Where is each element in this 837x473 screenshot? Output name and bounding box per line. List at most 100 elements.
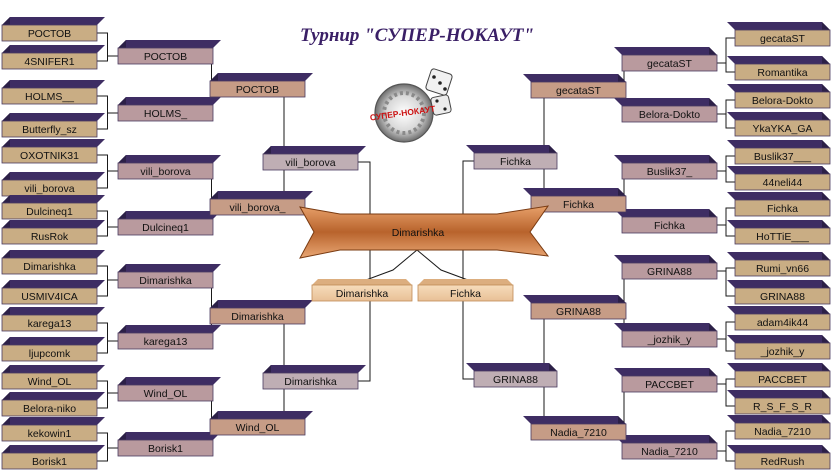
player-name: _jozhik_y — [760, 346, 806, 358]
left-r3-player-box: Wind_OL — [209, 411, 313, 436]
bracket-boxes: РОСТОВ4SNIFER1HOLMS__Butterfly_szOXOTNIK… — [1, 17, 831, 470]
bracket-connector — [725, 378, 735, 407]
right-r1-player-box: Belora-Dokto — [727, 84, 831, 109]
player-name: Dimarishka — [284, 376, 337, 388]
player-name: РОСТОВ — [236, 84, 279, 96]
player-name: PACCBET — [758, 374, 807, 386]
left-r3-player-box: Dimarishka — [209, 300, 313, 325]
player-name: Nadia_7210 — [754, 426, 811, 438]
bracket-connector — [97, 95, 108, 130]
player-name: 44neli44 — [763, 177, 803, 189]
player-name: YkaYKA_GA — [752, 123, 812, 135]
left-r4-player-box: vili_borova — [262, 146, 366, 171]
left-r4-player-box: Dimarishka — [262, 365, 366, 390]
right-r1-player-box: GRINA88 — [727, 280, 831, 305]
bracket-connector — [97, 432, 108, 462]
right-r1-player-box: _jozhik_y — [727, 335, 831, 360]
right-r2-player-box: Nadia_7210 — [614, 435, 718, 460]
player-name: vili_borova_ — [229, 202, 285, 214]
player-name: Dulcineq1 — [142, 222, 189, 234]
left-r1-player-box: Dimarishka — [1, 250, 105, 275]
left-r2-player-box: karega13 — [117, 325, 221, 350]
right-r4-player-box: GRINA88 — [466, 363, 558, 388]
player-name: Dulcineq1 — [26, 206, 73, 218]
left-r1-player-box: RusRok — [1, 220, 105, 245]
left-r2-player-box: HOLMS_ — [117, 97, 221, 122]
left-r2-player-box: vili_borova — [117, 155, 221, 180]
bracket-connector — [97, 380, 108, 409]
bracket-connector — [725, 155, 735, 183]
player-name: GRINA88 — [647, 266, 692, 278]
left-r1-player-box: USMIV4ICA — [1, 280, 105, 305]
right-r3-player-box: gecataST — [523, 74, 627, 99]
player-name: Rumi_vn66 — [756, 263, 809, 275]
left-r2-player-box: Wind_OL — [117, 377, 221, 402]
left-r2-player-box: Dimarishka — [117, 264, 221, 289]
right-r2-player-box: Buslik37_ — [614, 155, 718, 180]
player-name: Fichka — [654, 220, 685, 232]
right-r2-player-box: gecataST — [614, 47, 718, 72]
left-r1-player-box: РОСТОВ — [1, 17, 105, 42]
player-name: Fichka — [767, 203, 798, 215]
player-name: R_S_F_S_R — [753, 401, 812, 413]
player-name: karega13 — [28, 318, 72, 330]
player-name: HoTTiE___ — [756, 231, 809, 243]
right-r1-player-box: Nadia_7210 — [727, 415, 831, 440]
player-name: Dimarishka — [231, 311, 284, 323]
bracket-connector — [97, 265, 108, 297]
player-name: OXOTNIK31 — [20, 150, 79, 162]
final-box: Dimarishka — [299, 205, 550, 259]
player-name: GRINA88 — [760, 291, 805, 303]
bracket-connector — [725, 430, 735, 462]
player-name: Fichka — [500, 156, 531, 168]
player-name: vili_borova — [24, 183, 74, 195]
right-r1-player-box: Fichka — [727, 192, 831, 217]
final-winner-label: Dimarishka — [392, 227, 445, 239]
player-name: Dimarishka — [139, 275, 192, 287]
player-name: Wind_OL — [28, 376, 72, 388]
left-r1-player-box: ljupcomk — [1, 337, 105, 362]
player-name: РОСТОВ — [28, 28, 71, 40]
bracket-connector — [97, 210, 108, 237]
player-name: gecataST — [760, 33, 806, 45]
semifinal-left-box: Dimarishka — [311, 279, 413, 302]
right-r2-player-box: GRINA88 — [614, 255, 718, 280]
right-r1-player-box: Buslik37___ — [727, 140, 831, 165]
player-name: Belora-Dokto — [752, 95, 813, 107]
left-r1-player-box: OXOTNIK31 — [1, 139, 105, 164]
left-r3-player-box: РОСТОВ — [209, 73, 313, 98]
player-name: Fichka — [563, 199, 594, 211]
bracket-connector — [725, 267, 735, 297]
right-r3-player-box: Nadia_7210 — [523, 416, 627, 441]
right-r2-player-box: _jozhik_y — [614, 323, 718, 348]
left-r1-player-box: HOLMS__ — [1, 80, 105, 105]
player-name: Fichka — [450, 288, 481, 300]
right-r1-player-box: gecataST — [727, 22, 831, 47]
player-name: Nadia_7210 — [550, 427, 607, 439]
player-name: Buslik37_ — [647, 166, 693, 178]
bracket-connector — [357, 249, 418, 284]
semifinal-right-box: Fichka — [417, 279, 514, 302]
right-r1-player-box: RedRush — [727, 445, 831, 470]
player-name: kekowin1 — [28, 428, 72, 440]
player-name: Dimarishka — [336, 288, 389, 300]
player-name: vili_borova — [140, 166, 190, 178]
player-name: 4SNIFER1 — [24, 56, 74, 68]
player-name: РОСТОВ — [144, 51, 187, 63]
player-name: Romantika — [757, 67, 807, 79]
right-r2-player-box: PACCBET — [614, 368, 718, 393]
right-r1-player-box: Rumi_vn66 — [727, 252, 831, 277]
player-name: Wind_OL — [236, 422, 280, 434]
player-name: GRINA88 — [556, 306, 601, 318]
player-name: GRINA88 — [493, 374, 538, 386]
player-name: Buslik37___ — [754, 151, 811, 163]
left-r1-player-box: Belora-niko — [1, 392, 105, 417]
right-r1-player-box: adam4ik44 — [727, 306, 831, 331]
tournament-title: Турнир "СУПЕР-НОКАУТ" — [300, 25, 534, 46]
right-r4-player-box: Fichka — [466, 145, 558, 170]
right-r1-player-box: PACCBET — [727, 363, 831, 388]
left-r1-player-box: vili_borova — [1, 172, 105, 197]
player-name: gecataST — [556, 85, 602, 97]
player-name: vili_borova — [285, 157, 335, 169]
left-r1-player-box: Dulcineq1 — [1, 195, 105, 220]
